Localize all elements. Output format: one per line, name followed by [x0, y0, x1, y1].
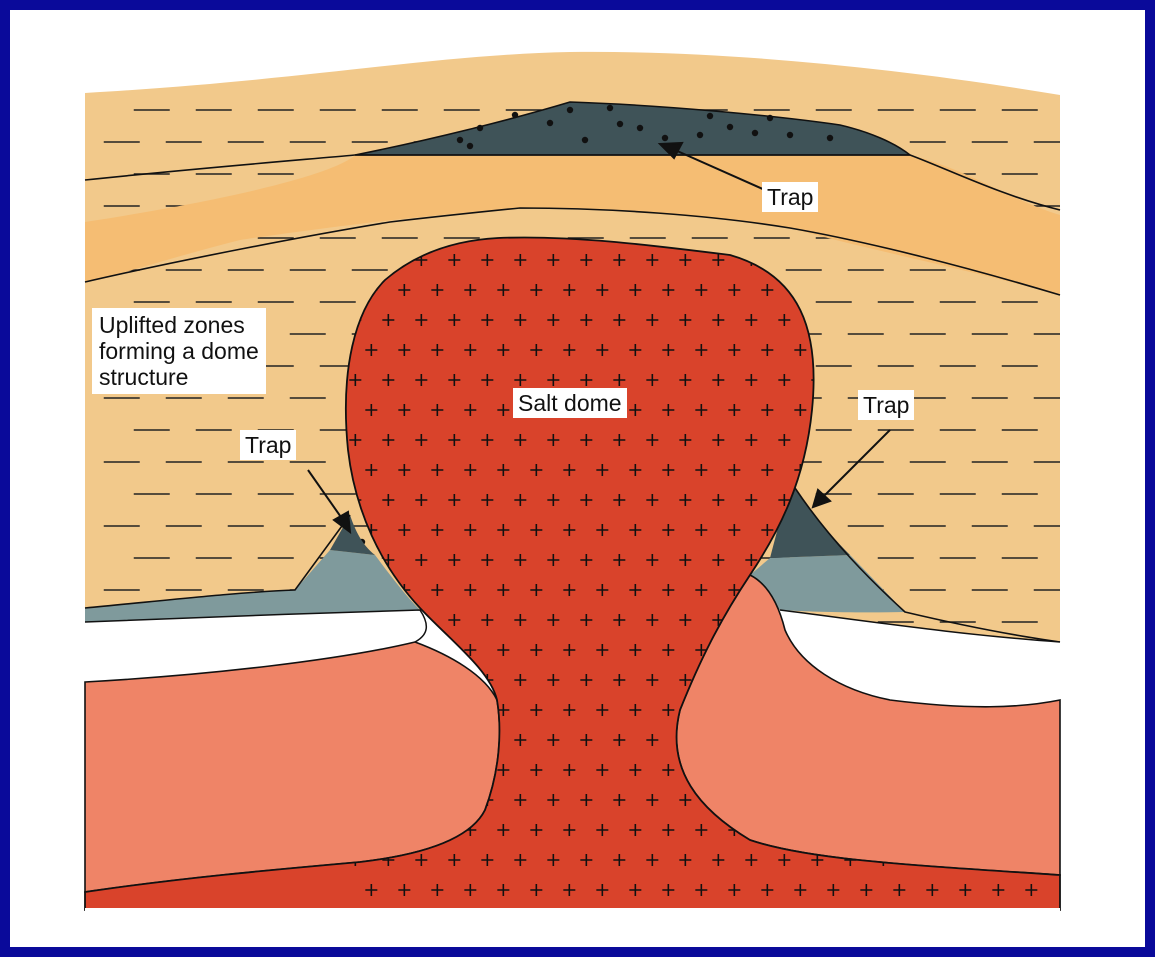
salt-dome-diagram	[10, 10, 1145, 947]
trap-label-right: Trap	[858, 390, 914, 420]
salt-dome-label: Salt dome	[513, 388, 627, 418]
trap-label-left: Trap	[240, 430, 296, 460]
uplifted-zones-line-1: Uplifted zones	[99, 312, 259, 338]
uplifted-zones-label: Uplifted zones forming a dome structure	[92, 308, 266, 394]
uplifted-zones-line-3: structure	[99, 364, 259, 390]
trap-label-top: Trap	[762, 182, 818, 212]
diagram-frame: Trap Trap Trap Salt dome Uplifted zones …	[10, 10, 1145, 947]
uplifted-zones-line-2: forming a dome	[99, 338, 259, 364]
